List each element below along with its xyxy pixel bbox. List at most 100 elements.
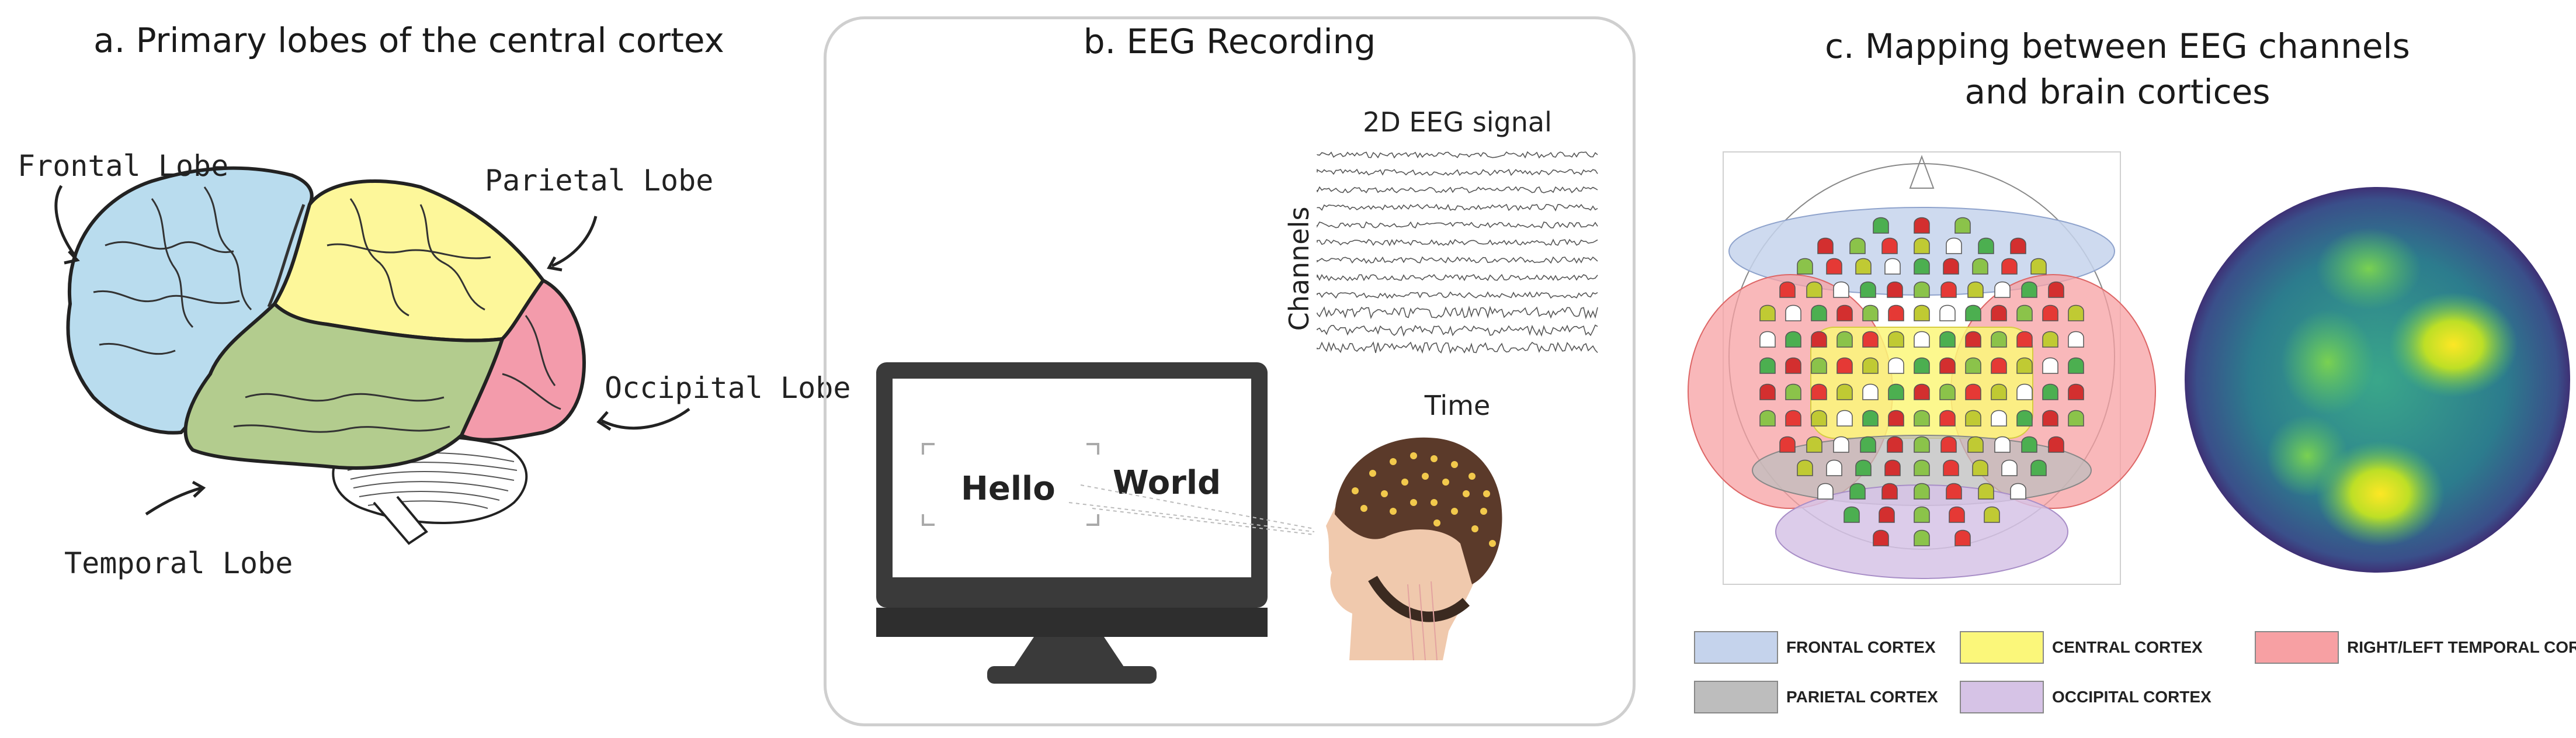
electrode-marker [1887, 436, 1903, 453]
nose-marker [1909, 155, 1935, 189]
electrode-marker [1939, 304, 1956, 321]
electrode-marker [1991, 357, 2007, 374]
electrode-marker [1849, 483, 1866, 500]
eeg-electrode-dot [1352, 487, 1359, 494]
electrode-marker [1836, 410, 1853, 427]
electrode-marker [2048, 281, 2064, 298]
electrode-marker [1862, 304, 1879, 321]
electrode-marker [1862, 357, 1879, 374]
electrode-marker [1954, 217, 1971, 234]
electrode-marker [1965, 410, 1981, 427]
electrode-marker [1862, 383, 1879, 400]
legend-label: FRONTAL CORTEX [1786, 638, 1936, 656]
electrode-marker [1833, 281, 1849, 298]
panel-c-title-line1: c. Mapping between EEG channels [1825, 26, 2410, 66]
panel-eeg-recording: b. EEG Recording 2D EEG signal Time Chan… [824, 0, 1641, 738]
electrode-marker [2016, 304, 2033, 321]
topographic-map [2185, 187, 2570, 573]
parietal-lobe-label: Parietal Lobe [485, 164, 714, 198]
electrode-marker [1967, 436, 1984, 453]
legend-label: OCCIPITAL CORTEX [2052, 688, 2212, 706]
electrode-marker [1849, 237, 1866, 254]
electrode-marker [1888, 383, 1904, 400]
electrode-marker [1759, 304, 1776, 321]
electrode-marker [1811, 383, 1827, 400]
eeg-electrode-dot [1468, 473, 1476, 480]
electrode-marker [1984, 506, 2000, 523]
eeg-channel-trace [1317, 168, 1598, 176]
legend-item: PARIETAL CORTEX [1694, 681, 1938, 713]
electrode-marker [2001, 459, 2018, 476]
electrode-marker [1797, 459, 1813, 476]
electrode-marker [1949, 506, 1965, 523]
electrode-marker [1914, 281, 1930, 298]
electrode-marker [1860, 281, 1876, 298]
eeg-electrode-dot [1431, 499, 1438, 506]
eeg-electrode-dot [1451, 461, 1458, 468]
electrode-marker [1940, 281, 1957, 298]
legend-item: CENTRAL CORTEX [1960, 631, 2203, 664]
panel-brain-lobes: a. Primary lobes of the central cortex [0, 0, 850, 738]
electrode-marker [1991, 410, 2007, 427]
electrode-marker [1836, 383, 1853, 400]
eeg-electrode-dot [1489, 540, 1496, 547]
electrode-marker [1817, 483, 1834, 500]
eeg-channel-trace [1317, 341, 1598, 354]
eeg-channel-trace [1317, 256, 1598, 264]
electrode-marker [1881, 237, 1898, 254]
electrode-marker [1785, 383, 1801, 400]
electrode-marker [1888, 357, 1904, 374]
electrode-marker [1881, 483, 1898, 500]
electrode-marker [2042, 383, 2058, 400]
legend-label: CENTRAL CORTEX [2052, 638, 2203, 656]
eeg-signal-traces [1317, 151, 1598, 354]
electrode-marker [2016, 383, 2033, 400]
electrode-marker [1914, 357, 1930, 374]
electrode-marker [1965, 383, 1981, 400]
electrode-marker [1879, 506, 1895, 523]
electrode-marker [1855, 459, 1872, 476]
electrode-marker [1836, 357, 1853, 374]
electrode-marker [1943, 459, 1959, 476]
eeg-electrode-dot [1442, 479, 1449, 486]
electrode-marker [1914, 410, 1930, 427]
electrode-marker [1811, 304, 1827, 321]
electrode-marker [1991, 304, 2007, 321]
legend-swatch [2255, 631, 2339, 664]
electrode-marker [1994, 436, 2011, 453]
electrode-marker [1914, 258, 1930, 275]
electrode-marker [1785, 410, 1801, 427]
electrode-marker [1888, 304, 1904, 321]
eeg-electrode-dot [1390, 458, 1397, 465]
electrode-marker [2068, 410, 2084, 427]
panel-channel-mapping: c. Mapping between EEG channels and brai… [1671, 0, 2576, 738]
electrode-marker [1811, 410, 1827, 427]
electrode-marker [1844, 506, 1860, 523]
electrode-marker [1967, 281, 1984, 298]
legend-label: RIGHT/LEFT TEMPORAL CORTEX [2347, 638, 2576, 656]
electrode-marker [1836, 331, 1853, 348]
legend-swatch [1694, 631, 1778, 664]
electrode-marker [2042, 357, 2058, 374]
electrode-marker [1978, 237, 1994, 254]
eeg-electrode-dot [1422, 473, 1429, 480]
electrode-marker [1759, 410, 1776, 427]
electrode-marker [1862, 410, 1879, 427]
eeg-channel-trace [1317, 186, 1598, 193]
eeg-electrode-dot [1360, 505, 1367, 512]
electrode-marker [2068, 383, 2084, 400]
electrode-marker [1779, 436, 1796, 453]
electrode-marker [1914, 506, 1930, 523]
legend-label: PARIETAL CORTEX [1786, 688, 1938, 706]
electrode-marker [1860, 436, 1876, 453]
eeg-time-axis-label: Time [1424, 390, 1491, 421]
screen-word-world: World [1113, 464, 1221, 502]
eeg-channel-trace [1317, 273, 1598, 282]
eeg-scene: 2D EEG signal Time Channels Hello World [876, 106, 1598, 684]
electrode-marker [1965, 304, 1981, 321]
eeg-channel-trace [1317, 151, 1598, 159]
legend-swatch [1960, 631, 2044, 664]
electrode-marker [2068, 357, 2084, 374]
electrode-marker [1991, 331, 2007, 348]
electrode-marker [2068, 304, 2084, 321]
